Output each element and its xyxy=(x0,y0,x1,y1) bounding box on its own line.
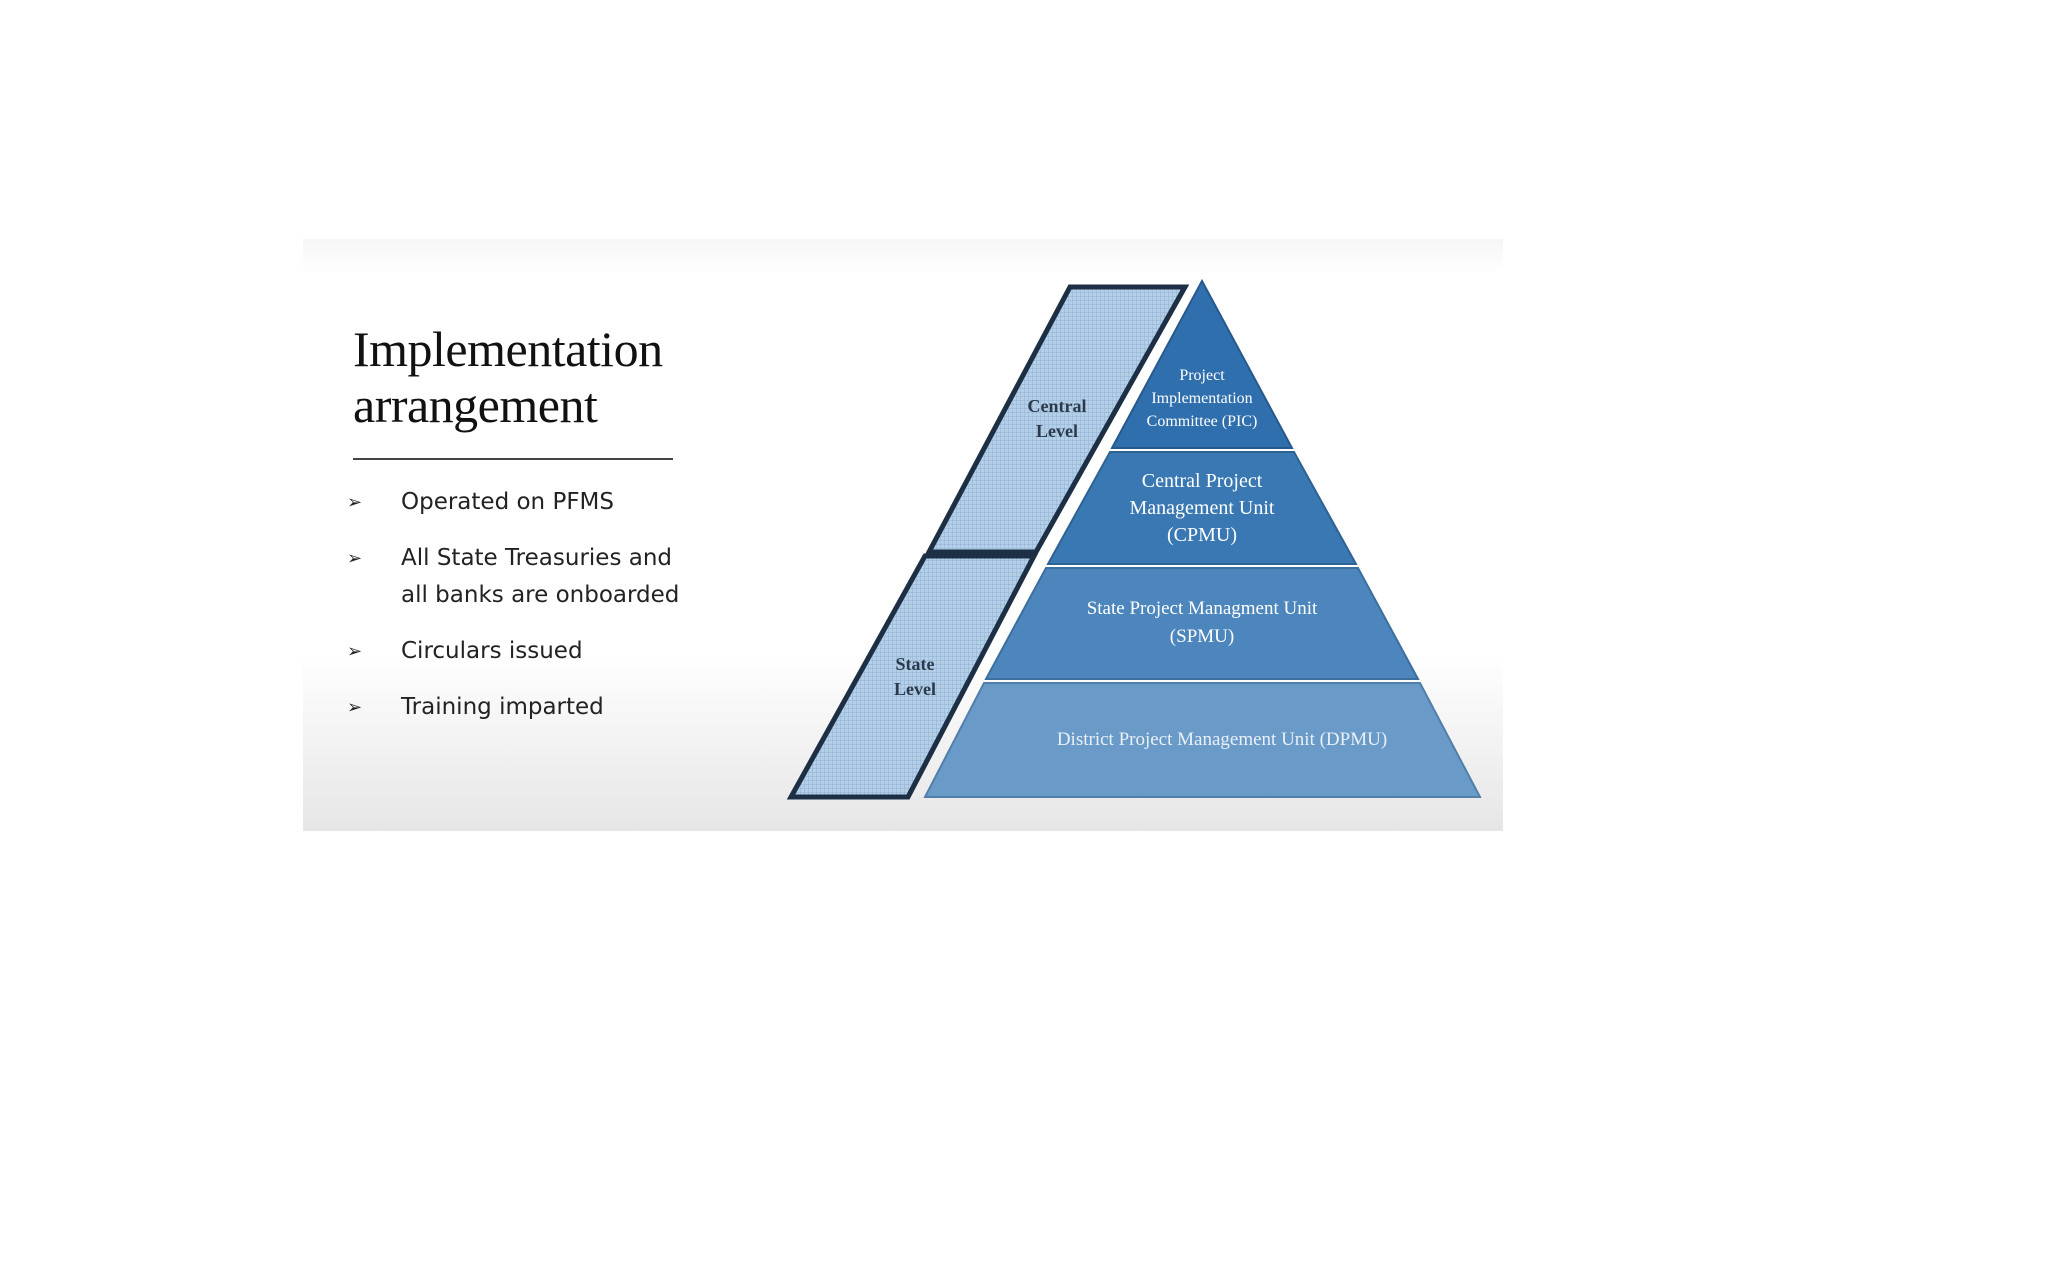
arrow-bullet-icon: ➢ xyxy=(347,492,363,513)
bullet-item: ➢ Circulars issued xyxy=(343,633,701,670)
bullet-text: All State Treasuries and all banks are o… xyxy=(401,545,680,608)
tier-spmu-label: State Project Managment Unit(SPMU) xyxy=(1087,598,1318,647)
bullet-item: ➢ All State Treasuries and all banks are … xyxy=(343,540,701,614)
bullet-item: ➢ Training imparted xyxy=(343,689,701,726)
title-divider xyxy=(353,458,673,460)
title-line-2: arrangement xyxy=(353,377,598,433)
tier-dpmu-label: District Project Management Unit (DPMU) xyxy=(1057,729,1387,750)
tier-dpmu xyxy=(923,682,1482,798)
bullet-list: ➢ Operated on PFMS ➢ All State Treasuries … xyxy=(343,484,701,745)
arrow-bullet-icon: ➢ xyxy=(347,697,363,718)
bullet-text: Circulars issued xyxy=(401,638,583,664)
bullet-text: Operated on PFMS xyxy=(401,489,614,515)
bullet-text: Training imparted xyxy=(401,694,604,720)
central-level-strip xyxy=(924,284,1190,555)
arrow-bullet-icon: ➢ xyxy=(347,548,363,569)
slide-title: Implementation arrangement xyxy=(353,321,663,433)
tier-cpmu xyxy=(1046,451,1358,565)
arrow-bullet-icon: ➢ xyxy=(347,641,363,662)
state-level-strip xyxy=(786,553,1039,800)
bullet-item: ➢ Operated on PFMS xyxy=(343,484,701,521)
title-line-1: Implementation xyxy=(353,321,663,377)
tier-spmu xyxy=(984,567,1420,680)
tier-pic xyxy=(1110,278,1294,449)
